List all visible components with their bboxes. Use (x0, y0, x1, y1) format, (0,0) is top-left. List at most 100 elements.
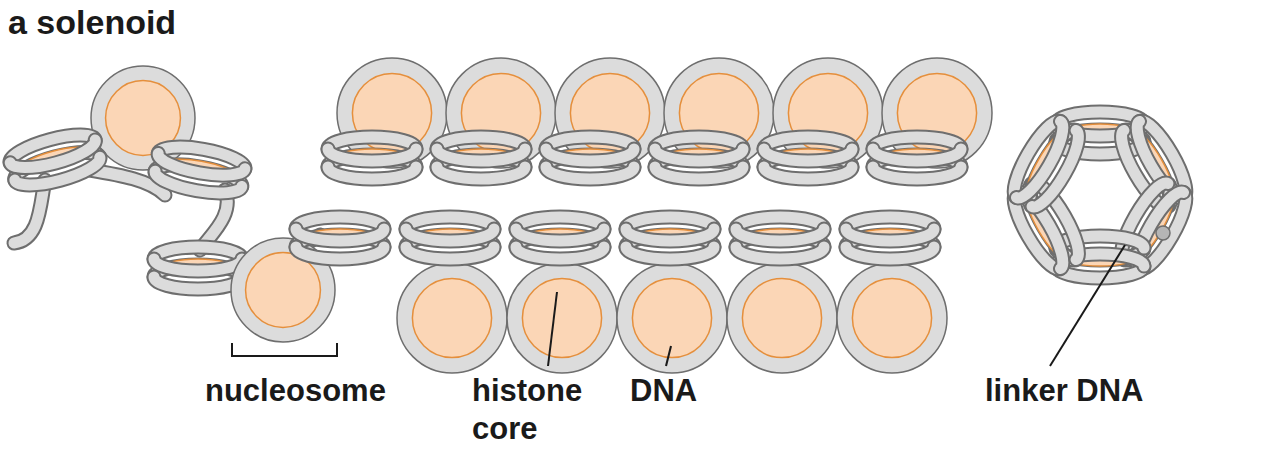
dna-tube (655, 137, 743, 149)
dna-tube-outline (328, 137, 416, 149)
dna-tube-outline (154, 247, 242, 259)
dna-tube (626, 217, 714, 229)
dna-tube (626, 229, 714, 241)
dna-tube-outline (296, 217, 384, 229)
dna-wrap (617, 263, 727, 373)
dna-tube-outline (437, 167, 525, 179)
dna-tube (153, 171, 242, 198)
dna-tube (736, 247, 824, 259)
dna-tube (655, 167, 743, 179)
nucleosome-edge (736, 217, 824, 259)
dna-tube (296, 229, 384, 241)
nucleosome-face (837, 263, 947, 373)
dna-tube (154, 247, 242, 259)
dna-tube (437, 137, 525, 149)
dna-tube-outline (437, 149, 525, 161)
dna-tube (764, 149, 852, 161)
dna-tube (154, 277, 242, 289)
dna-tube (296, 217, 384, 229)
dna-wrap (727, 263, 837, 373)
dna-tube-outline (736, 247, 824, 259)
nucleosome-edge (437, 137, 525, 179)
dna-tube (328, 149, 416, 161)
histone-disc (246, 253, 321, 328)
dna-tube (764, 167, 852, 179)
dna-tube (846, 247, 934, 259)
nucleosome-edge (546, 137, 634, 179)
dna-tube-outline (154, 259, 242, 271)
dna-tube-outline (437, 137, 525, 149)
dna-tube-outline (626, 217, 714, 229)
nucleosome-edge (846, 217, 934, 259)
dna-tube (873, 167, 961, 179)
nucleosome-edge (626, 217, 714, 259)
dna-tube-outline (406, 247, 494, 259)
histone-disc (412, 278, 491, 357)
dna-tube (15, 157, 103, 191)
dna-tube-outline (846, 247, 934, 259)
dna-tube-outline (406, 229, 494, 241)
nucleosome-face (507, 263, 617, 373)
dna-tube-outline (546, 167, 634, 179)
dna-tube (516, 217, 604, 229)
dna-tube (736, 217, 824, 229)
dna-tube-outline (546, 137, 634, 149)
dna-tube (764, 137, 852, 149)
dna-tube (546, 149, 634, 161)
dna-tube-outline (655, 167, 743, 179)
nucleosome-edge (153, 142, 247, 199)
dna-tube-outline (764, 149, 852, 161)
nucleosome-bracket (232, 343, 337, 356)
dna-tube (296, 247, 384, 259)
nucleosome-edge (328, 137, 416, 179)
dna-tube-outline (15, 157, 103, 191)
dna-tube (655, 149, 743, 161)
dna-tube-outline (846, 229, 934, 241)
dna-wrap (397, 263, 507, 373)
dna-wrap (837, 263, 947, 373)
dna-tube-outline (655, 149, 743, 161)
dna-end (1156, 226, 1170, 240)
nucleosome-edge (154, 247, 242, 289)
part-label: linker DNA (985, 372, 1205, 410)
part-label: nucleosome (205, 372, 425, 410)
dna-tube (437, 149, 525, 161)
leader-line (1050, 245, 1125, 366)
part-label: histone core (472, 372, 622, 448)
histone-disc (852, 278, 931, 357)
dna-tube (873, 137, 961, 149)
nucleosome-edge (1006, 115, 1086, 212)
dna-tube-outline (873, 137, 961, 149)
dna-tube-outline (296, 247, 384, 259)
nucleosome-edge (296, 217, 384, 259)
dna-tube-outline (626, 229, 714, 241)
dna-tube-outline (328, 167, 416, 179)
part-label: DNA (630, 372, 740, 410)
nucleosome-edge (406, 217, 494, 259)
nucleosome-face (397, 263, 507, 373)
histone-disc (522, 278, 601, 357)
dna-tube-outline (406, 217, 494, 229)
histone-disc (742, 278, 821, 357)
nucleosome-edge (764, 137, 852, 179)
dna-tube-outline (516, 247, 604, 259)
leader-line (548, 292, 557, 366)
dna-wrap (507, 263, 617, 373)
dna-tube-outline (516, 229, 604, 241)
dna-tube (437, 167, 525, 179)
nucleosome-edge (516, 217, 604, 259)
nucleosome-face (617, 263, 727, 373)
dna-tube (328, 137, 416, 149)
dna-tube-outline (328, 149, 416, 161)
dna-tube (328, 167, 416, 179)
dna-wrap (882, 58, 992, 168)
dna-tube (1032, 130, 1086, 212)
leader-line (666, 346, 671, 366)
dna-tube-outline (736, 217, 824, 229)
dna-tube (154, 259, 242, 271)
histone-disc (632, 278, 711, 357)
dna-tube (406, 217, 494, 229)
nucleosome-face (882, 58, 992, 168)
dna-tube-outline (516, 217, 604, 229)
dna-tube (736, 229, 824, 241)
